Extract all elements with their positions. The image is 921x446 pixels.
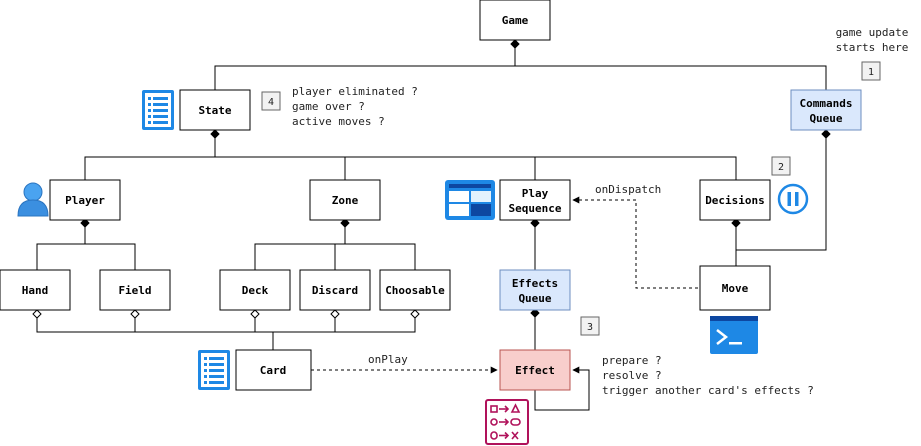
pause-icon	[777, 183, 809, 215]
note-state-checks-line-1: player eliminated ?	[292, 85, 418, 98]
note-effect-steps-line-1: prepare ?	[602, 354, 662, 367]
edge-state-children	[84, 134, 216, 180]
node-effects-queue-label-2: Queue	[518, 292, 551, 305]
user-icon	[17, 182, 49, 217]
label-on-play: onPlay	[368, 353, 408, 366]
node-choosable-label: Choosable	[385, 284, 445, 297]
hollow-diamond-choosable	[410, 309, 420, 319]
node-deck[interactable]: Deck	[219, 269, 291, 311]
node-commands-queue-label-2: Queue	[809, 112, 842, 125]
node-field-label: Field	[118, 284, 151, 297]
node-commands-queue[interactable]: Commands Queue	[790, 89, 862, 131]
badge-step-4: 4	[261, 91, 281, 111]
node-player[interactable]: Player	[49, 179, 121, 221]
badge-step-2: 2	[771, 156, 791, 176]
node-effect[interactable]: Effect	[499, 349, 571, 391]
note-game-update-line-1: game update	[836, 26, 909, 39]
edge-effect-self-loop	[534, 366, 590, 411]
badge-step-2-label: 2	[778, 162, 784, 173]
node-field[interactable]: Field	[99, 269, 171, 311]
node-effect-label: Effect	[515, 364, 555, 377]
hollow-diamond-field	[130, 309, 140, 319]
list-icon	[198, 350, 230, 390]
note-game-update: game update starts here	[836, 26, 909, 54]
note-game-update-line-2: starts here	[836, 41, 909, 54]
edge-containers-card	[36, 314, 416, 333]
logic-icon	[485, 399, 529, 445]
node-discard[interactable]: Discard	[299, 269, 371, 311]
node-play-sequence-label-1: Play	[522, 187, 549, 200]
node-zone[interactable]: Zone	[309, 179, 381, 221]
node-effects-queue-label-1: Effects	[512, 277, 558, 290]
node-deck-label: Deck	[242, 284, 269, 297]
node-discard-label: Discard	[312, 284, 358, 297]
node-card-label: Card	[260, 364, 287, 377]
note-state-checks: player eliminated ? game over ? active m…	[292, 85, 418, 128]
diamond-commands	[821, 129, 831, 139]
node-decisions-label: Decisions	[705, 194, 765, 207]
node-play-sequence[interactable]: Play Sequence	[499, 179, 571, 221]
node-move-label: Move	[722, 282, 749, 295]
node-decisions[interactable]: Decisions	[699, 179, 771, 221]
connectors	[32, 39, 831, 411]
diamond-decisions	[731, 218, 741, 228]
node-choosable[interactable]: Choosable	[379, 269, 451, 311]
node-effects-queue[interactable]: Effects Queue	[499, 269, 571, 311]
node-game-label: Game	[502, 14, 529, 27]
note-effect-steps: prepare ? resolve ? trigger another card…	[602, 354, 814, 397]
layout-icon	[445, 180, 495, 220]
diamond-playseq	[530, 218, 540, 228]
hollow-diamond-hand	[32, 309, 42, 319]
node-state[interactable]: State	[179, 89, 251, 131]
badge-step-1: 1	[861, 61, 881, 81]
list-icon	[142, 90, 174, 130]
note-effect-steps-line-3: trigger another card's effects ?	[602, 384, 814, 397]
node-move[interactable]: Move	[699, 265, 771, 311]
note-state-checks-line-3: active moves ?	[292, 115, 385, 128]
diamond-player	[80, 218, 90, 228]
hollow-diamond-discard	[330, 309, 340, 319]
diamond-state	[210, 129, 220, 139]
edge-player-children	[36, 220, 86, 270]
note-state-checks-line-2: game over ?	[292, 100, 365, 113]
terminal-icon	[710, 316, 758, 354]
edge-game-commands	[515, 65, 827, 90]
node-hand[interactable]: Hand	[0, 269, 71, 311]
edge-game-state	[214, 44, 516, 90]
badge-step-3: 3	[580, 316, 600, 336]
node-hand-label: Hand	[22, 284, 49, 297]
diamond-zone	[340, 218, 350, 228]
node-play-sequence-label-2: Sequence	[509, 202, 562, 215]
edge-zone-children	[254, 220, 346, 270]
badge-step-1-label: 1	[868, 67, 874, 78]
node-game[interactable]: Game	[479, 0, 551, 41]
diamond-game	[510, 39, 520, 49]
diamond-effectsqueue	[530, 308, 540, 318]
node-player-label: Player	[65, 194, 105, 207]
edge-move-playseq-dispatch	[572, 196, 698, 289]
node-commands-queue-label-1: Commands	[800, 97, 853, 110]
label-on-dispatch: onDispatch	[595, 183, 661, 196]
note-effect-steps-line-2: resolve ?	[602, 369, 662, 382]
badge-step-4-label: 4	[268, 97, 274, 108]
node-state-label: State	[198, 104, 231, 117]
node-card[interactable]: Card	[235, 349, 312, 391]
badge-step-3-label: 3	[587, 322, 593, 333]
hollow-diamond-deck	[250, 309, 260, 319]
node-zone-label: Zone	[332, 194, 359, 207]
edge-move-commands	[736, 134, 827, 251]
